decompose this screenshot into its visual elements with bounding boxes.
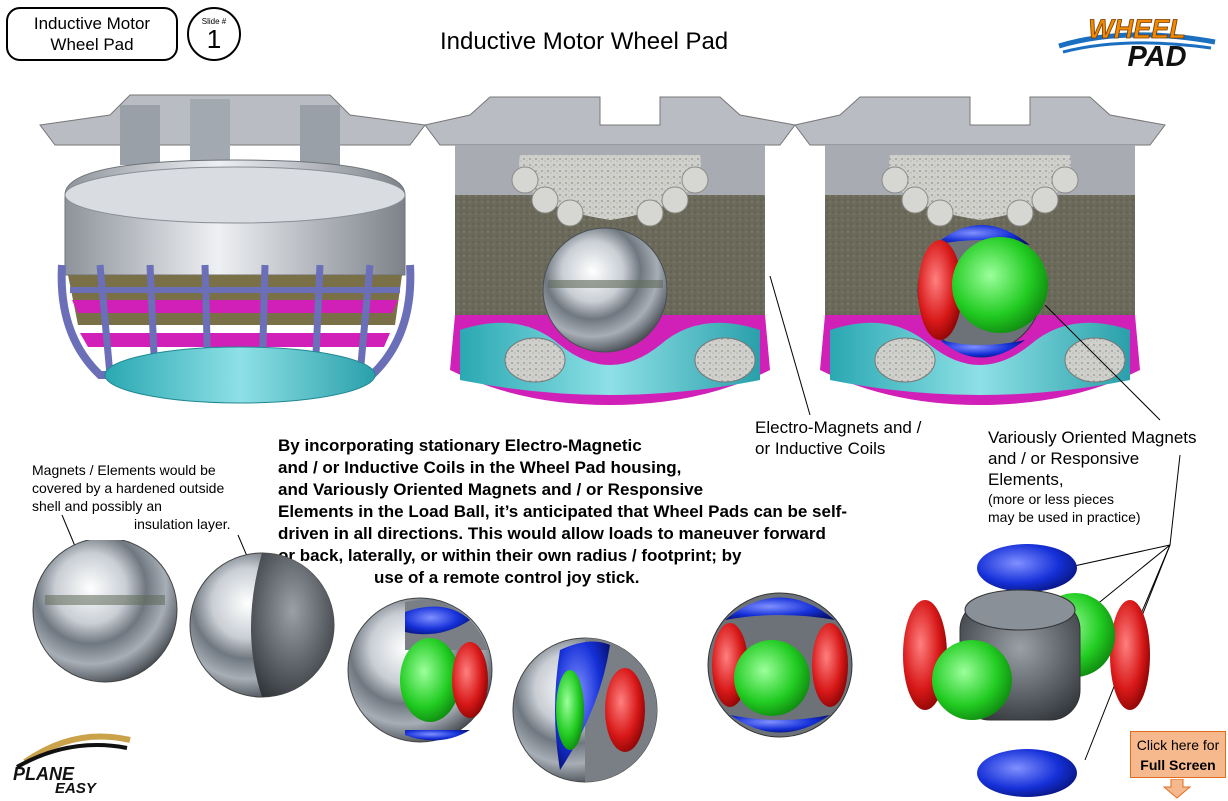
- wheel-pad-exterior-render: [39, 94, 426, 404]
- description-line4: Elements in the Load Ball, it’s anticipa…: [278, 502, 847, 521]
- description-line2: and / or Inductive Coils in the Wheel Pa…: [278, 458, 682, 477]
- title-box: Inductive Motor Wheel Pad: [6, 7, 178, 61]
- magnets-annotation-line1: Variously Oriented Magnets: [988, 428, 1197, 447]
- wheel-pad-cutaway-magnets-render: [794, 96, 1166, 405]
- slide-label: Slide #: [201, 17, 227, 26]
- shell-annotation: Magnets / Elements would be covered by a…: [32, 461, 231, 533]
- load-ball-sequence: [32, 540, 1150, 797]
- coils-annotation: Electro-Magnets and / or Inductive Coils: [755, 417, 921, 459]
- magnet-partial-ball-1: [347, 597, 493, 743]
- magnets-annotation: Variously Oriented Magnets and / or Resp…: [988, 427, 1197, 526]
- magnets-annotation-line4: (more or less pieces: [988, 491, 1115, 507]
- shell-annotation-line3: shell and possibly an: [32, 498, 162, 514]
- full-screen-button-line1: Click here for: [1136, 737, 1220, 753]
- wheel-pad-cutaway-chrome-render: [424, 96, 796, 405]
- exploded-magnet-assembly: [903, 544, 1150, 797]
- title-box-line2: Wheel Pad: [50, 35, 134, 54]
- description-line7: use of a remote control joy stick.: [374, 568, 640, 587]
- shell-annotation-line4: insulation layer.: [134, 516, 231, 532]
- wheel-pad-renders: [39, 94, 1166, 405]
- plane-easy-logo-bottom: EASY: [55, 780, 98, 794]
- logo-wheel-text: WHEEL: [1088, 14, 1186, 44]
- magnet-partial-ball-2: [512, 637, 658, 783]
- shell-cutaway-ball: [189, 552, 335, 698]
- shell-annotation-line1: Magnets / Elements would be: [32, 462, 216, 478]
- page-title: Inductive Motor Wheel Pad: [440, 28, 729, 55]
- plane-easy-logo: PLANE EASY: [13, 733, 131, 794]
- full-screen-button[interactable]: Click here for Full Screen: [1130, 731, 1226, 778]
- slide-number: 1: [206, 24, 222, 54]
- logo-pad-text: PAD: [1127, 41, 1186, 70]
- down-arrow-icon[interactable]: [1163, 779, 1191, 799]
- magnets-annotation-line2: and / or Responsive: [988, 449, 1140, 468]
- full-screen-button-line2: Full Screen: [1140, 757, 1216, 773]
- shell-annotation-line2: covered by a hardened outside: [32, 480, 225, 496]
- description-line1: By incorporating stationary Electro-Magn…: [278, 436, 642, 455]
- description-line5: driven in all directions. This would all…: [278, 524, 826, 543]
- title-box-line1: Inductive Motor: [33, 14, 151, 33]
- plane-easy-logo-top: PLANE: [13, 764, 75, 784]
- description-line6: or back, laterally, or within their own …: [278, 546, 742, 565]
- coils-annotation-line1: Electro-Magnets and /: [755, 418, 922, 437]
- magnet-full-ball: [707, 592, 853, 738]
- magnets-annotation-line5: may be used in practice): [988, 509, 1141, 525]
- magnets-annotation-line3: Elements,: [988, 470, 1064, 489]
- coils-annotation-line2: or Inductive Coils: [755, 439, 886, 458]
- description-text: By incorporating stationary Electro-Magn…: [278, 435, 847, 589]
- description-line3: and Variously Oriented Magnets and / or …: [278, 480, 704, 499]
- slide-number-badge: Slide # 1: [187, 7, 241, 61]
- chrome-load-ball: [32, 540, 178, 683]
- wheel-pad-logo: WHEEL PAD: [1058, 14, 1216, 70]
